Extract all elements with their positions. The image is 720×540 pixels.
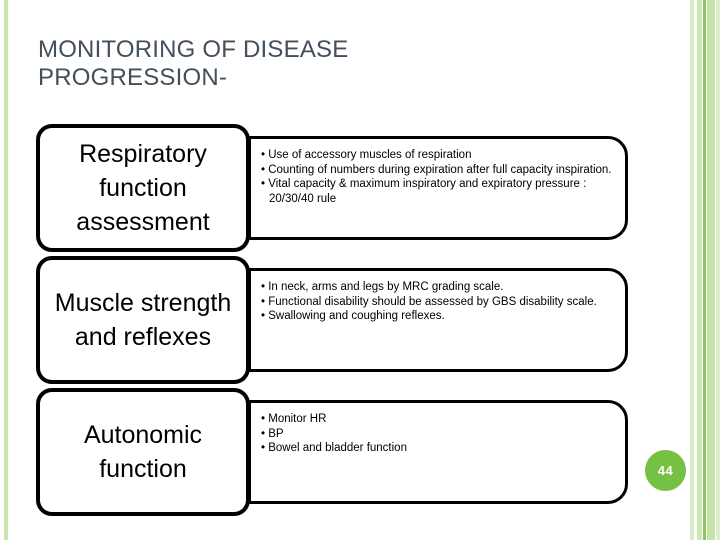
list-item: Counting of numbers during expiration af… xyxy=(261,163,615,178)
list-item: Swallowing and coughing reflexes. xyxy=(261,309,615,324)
category-box: Respiratory function assessment xyxy=(36,124,250,252)
category-label: Autonomic function xyxy=(83,421,203,483)
page-title: MONITORING OF DISEASE PROGRESSION- xyxy=(38,36,598,92)
page-number-label: 44 xyxy=(657,463,674,478)
detail-panel: Use of accessory muscles of respiration … xyxy=(248,136,628,240)
page-title-line-2: PROGRESSION- xyxy=(38,64,228,91)
list-item: Bowel and bladder function xyxy=(261,441,615,456)
list-item: In neck, arms and legs by MRC grading sc… xyxy=(261,280,615,295)
content-row: Use of accessory muscles of respiration … xyxy=(0,122,720,254)
category-label: Respiratory function assessment xyxy=(76,140,210,236)
detail-list: Use of accessory muscles of respiration … xyxy=(261,148,615,206)
list-item: Monitor HR xyxy=(261,412,615,427)
list-item: BP xyxy=(261,427,615,442)
page-title-line-1: MONITORING OF DISEASE xyxy=(38,36,349,63)
detail-list: Monitor HR BP Bowel and bladder function xyxy=(261,412,615,456)
list-item: Use of accessory muscles of respiration xyxy=(261,148,615,163)
detail-panel: In neck, arms and legs by MRC grading sc… xyxy=(248,268,628,372)
content-row: In neck, arms and legs by MRC grading sc… xyxy=(0,254,720,386)
category-box: Muscle strength and reflexes xyxy=(36,256,250,384)
list-item: Functional disability should be assessed… xyxy=(261,295,615,310)
list-item: Vital capacity & maximum inspiratory and… xyxy=(261,177,615,206)
detail-panel: Monitor HR BP Bowel and bladder function xyxy=(248,400,628,504)
detail-list: In neck, arms and legs by MRC grading sc… xyxy=(261,280,615,324)
content-row: Monitor HR BP Bowel and bladder function… xyxy=(0,386,720,518)
category-label: Muscle strength and reflexes xyxy=(54,289,232,351)
category-box: Autonomic function xyxy=(36,388,250,516)
page-number-badge: 44 xyxy=(645,450,686,491)
